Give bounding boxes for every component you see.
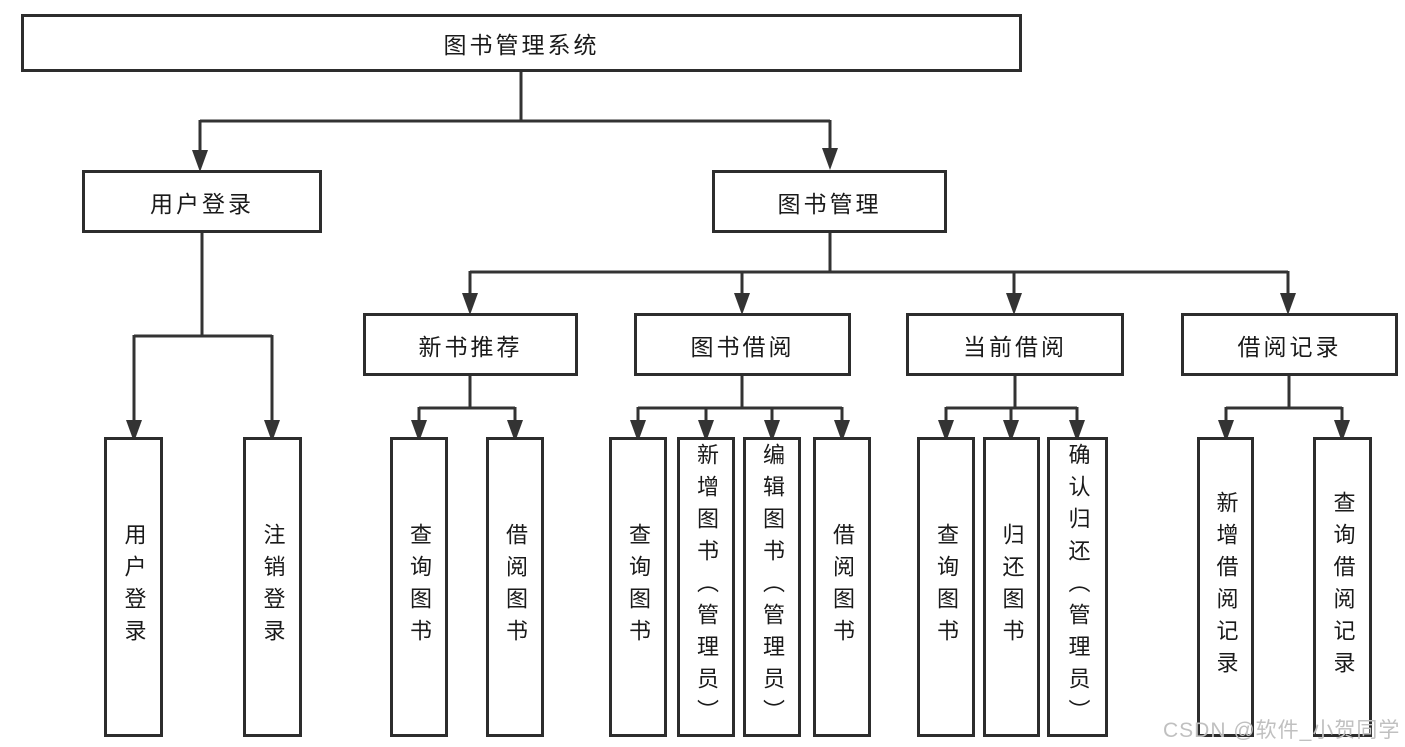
- node-label: 图书管理系统: [443, 32, 600, 58]
- leaf-user-login: 用户登录: [104, 437, 163, 737]
- leaf-confirm-return-admin: 确认归还（管理员）: [1047, 437, 1108, 737]
- leaf-query-books-recommend: 查询图书: [390, 437, 448, 737]
- node-label: 图书借阅: [690, 333, 795, 360]
- node-label: 借阅图书: [830, 523, 855, 651]
- leaf-logout-login: 注销登录: [243, 437, 302, 737]
- node-label: 编辑图书（管理员）: [760, 443, 785, 731]
- leaf-borrow-books-recommend: 借阅图书: [486, 437, 544, 737]
- node-label: 查询图书: [407, 523, 432, 651]
- node-current-borrowing: 当前借阅: [906, 313, 1124, 376]
- node-label: 归还图书: [999, 523, 1025, 651]
- node-label: 新增借阅记录: [1213, 491, 1239, 683]
- node-label: 查询借阅记录: [1330, 491, 1356, 683]
- node-label: 图书管理: [777, 190, 882, 217]
- node-label: 查询图书: [934, 523, 959, 651]
- leaf-query-borrow-record: 查询借阅记录: [1313, 437, 1372, 737]
- leaf-query-books-borrowing: 查询图书: [609, 437, 667, 737]
- node-label: 用户登录: [150, 190, 254, 217]
- leaf-borrow-books-borrowing: 借阅图书: [813, 437, 871, 737]
- leaf-add-borrow-record: 新增借阅记录: [1197, 437, 1254, 737]
- node-label: 当前借阅: [963, 333, 1067, 360]
- node-label: 借阅记录: [1237, 333, 1342, 360]
- leaf-edit-books-admin: 编辑图书（管理员）: [743, 437, 801, 737]
- node-label: 用户登录: [121, 523, 147, 651]
- node-label: 查询图书: [626, 523, 651, 651]
- csdn-watermark: CSDN @软件_小贺同学: [1163, 719, 1401, 742]
- node-new-book-recommend: 新书推荐: [363, 313, 578, 376]
- leaf-return-books: 归还图书: [983, 437, 1040, 737]
- node-book-management: 图书管理: [712, 170, 947, 233]
- node-label: 新增图书（管理员）: [694, 443, 719, 731]
- node-user-login: 用户登录: [82, 170, 322, 233]
- node-label: 确认归还（管理员）: [1065, 443, 1091, 731]
- node-library-management-system: 图书管理系统: [21, 14, 1022, 72]
- node-borrowing-records: 借阅记录: [1181, 313, 1398, 376]
- node-label: 新书推荐: [418, 333, 523, 360]
- leaf-add-books-admin: 新增图书（管理员）: [677, 437, 735, 737]
- leaf-query-books-current: 查询图书: [917, 437, 975, 737]
- node-book-borrowing: 图书借阅: [634, 313, 851, 376]
- node-label: 注销登录: [260, 523, 286, 651]
- node-label: 借阅图书: [503, 523, 528, 651]
